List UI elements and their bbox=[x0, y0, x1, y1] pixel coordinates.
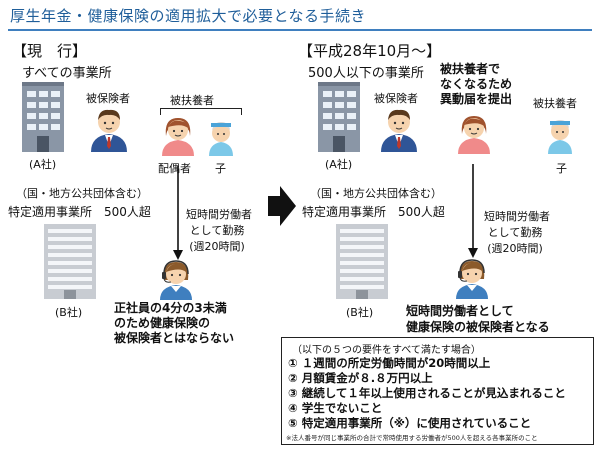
headset-worker-icon bbox=[156, 258, 196, 304]
right-company-a-label: (A社) bbox=[325, 158, 353, 171]
left-company-b-label: (B社) bbox=[55, 306, 83, 319]
requirements-footnote: ※法人番号が同じ事業所の合計で常時使用する労働者が500人を超える各事業所のこと bbox=[286, 434, 538, 442]
right-special-office: 特定適用事業所 500人超 bbox=[302, 205, 445, 219]
left-header: 【現 行】 bbox=[12, 42, 88, 60]
requirement-item: ② 月額賃金が８.８万円以上 bbox=[288, 371, 433, 385]
title-underline bbox=[8, 29, 592, 31]
right-removal-note-line-2: なくなるため bbox=[440, 77, 513, 91]
right-removal-note-line-3: 異動届を提出 bbox=[440, 92, 513, 106]
right-company-b-label: (B社) bbox=[346, 306, 374, 319]
left-result-line-2: のため健康保険の bbox=[114, 316, 211, 330]
left-work-note-line-1: 短時間労働者 bbox=[186, 208, 252, 221]
requirement-item: ⑤ 特定適用事業所（※）に使用されていること bbox=[288, 416, 532, 430]
right-child-label: 子 bbox=[556, 162, 567, 175]
right-insured-label: 被保険者 bbox=[374, 92, 418, 105]
right-header: 【平成28年10月～】 bbox=[298, 42, 442, 60]
woman-icon bbox=[454, 112, 494, 158]
page-title: 厚生年金・健康保険の適用拡大で必要となる手続き bbox=[10, 7, 367, 25]
right-result-line-2: 健康保険の被保険者となる bbox=[406, 320, 550, 334]
requirement-item: ④ 学生でないこと bbox=[288, 401, 383, 415]
left-org-note: （国・地方公共団体含む） bbox=[16, 187, 148, 200]
building-large-icon bbox=[336, 224, 388, 303]
left-work-note-line-3: (週20時間) bbox=[189, 240, 245, 253]
left-child-label: 子 bbox=[215, 162, 226, 175]
building-small-icon bbox=[318, 82, 360, 156]
left-dependents-label: 被扶養者 bbox=[170, 94, 214, 107]
arrow-down-icon bbox=[468, 164, 478, 262]
left-spouse-label: 配偶者 bbox=[158, 162, 191, 175]
left-insured-label: 被保険者 bbox=[86, 92, 130, 105]
left-result: 正社員の4分の3未満 のため健康保険の 被保険者とはならない bbox=[114, 301, 234, 346]
left-work-note: 短時間労働者 として勤務 (週20時間) bbox=[186, 206, 252, 254]
left-company-a-label: (A社) bbox=[29, 158, 57, 171]
right-work-note-line-2: として勤務 bbox=[487, 226, 543, 239]
left-subheader: すべての事業所 bbox=[22, 66, 112, 81]
right-org-note: （国・地方公共団体含む） bbox=[310, 187, 442, 200]
businessman-icon bbox=[378, 106, 420, 156]
left-special-office: 特定適用事業所 500人超 bbox=[8, 205, 151, 219]
right-removal-note-line-1: 被扶養者で bbox=[440, 62, 501, 76]
right-dependents-label: 被扶養者 bbox=[533, 97, 577, 110]
left-work-note-line-2: として勤務 bbox=[189, 224, 245, 237]
requirements-box: （以下の５つの要件をすべて満たす場合） ① １週間の所定労働時間が20時間以上 … bbox=[281, 337, 594, 445]
requirement-item: ③ 継続して１年以上使用されることが見込まれること bbox=[288, 386, 566, 400]
building-small-icon bbox=[22, 82, 64, 156]
businessman-icon bbox=[88, 106, 130, 156]
right-work-note-line-1: 短時間労働者 bbox=[484, 210, 550, 223]
left-result-line-1: 正社員の4分の3未満 bbox=[114, 301, 227, 315]
left-dependents-bracket bbox=[160, 108, 242, 115]
right-removal-note: 被扶養者で なくなるため 異動届を提出 bbox=[440, 62, 512, 107]
requirement-item: ① １週間の所定労働時間が20時間以上 bbox=[288, 356, 491, 370]
requirements-heading: （以下の５つの要件をすべて満たす場合） bbox=[292, 345, 481, 356]
right-result: 短時間労働者として 健康保険の被保険者となる bbox=[406, 303, 550, 335]
woman-icon bbox=[158, 114, 198, 160]
left-result-line-3: 被保険者とはならない bbox=[114, 331, 235, 345]
title-bar bbox=[0, 0, 600, 32]
right-work-note-line-3: (週20時間) bbox=[487, 242, 543, 255]
right-work-note: 短時間労働者 として勤務 (週20時間) bbox=[484, 208, 550, 256]
right-subheader: 500人以下の事業所 bbox=[308, 66, 424, 81]
child-icon bbox=[204, 118, 238, 160]
building-large-icon bbox=[44, 224, 96, 303]
arrow-right-icon bbox=[268, 186, 296, 230]
arrow-down-icon bbox=[173, 166, 183, 264]
right-result-line-1: 短時間労働者として bbox=[406, 304, 514, 318]
headset-worker-icon bbox=[452, 257, 492, 303]
child-icon bbox=[543, 116, 577, 158]
